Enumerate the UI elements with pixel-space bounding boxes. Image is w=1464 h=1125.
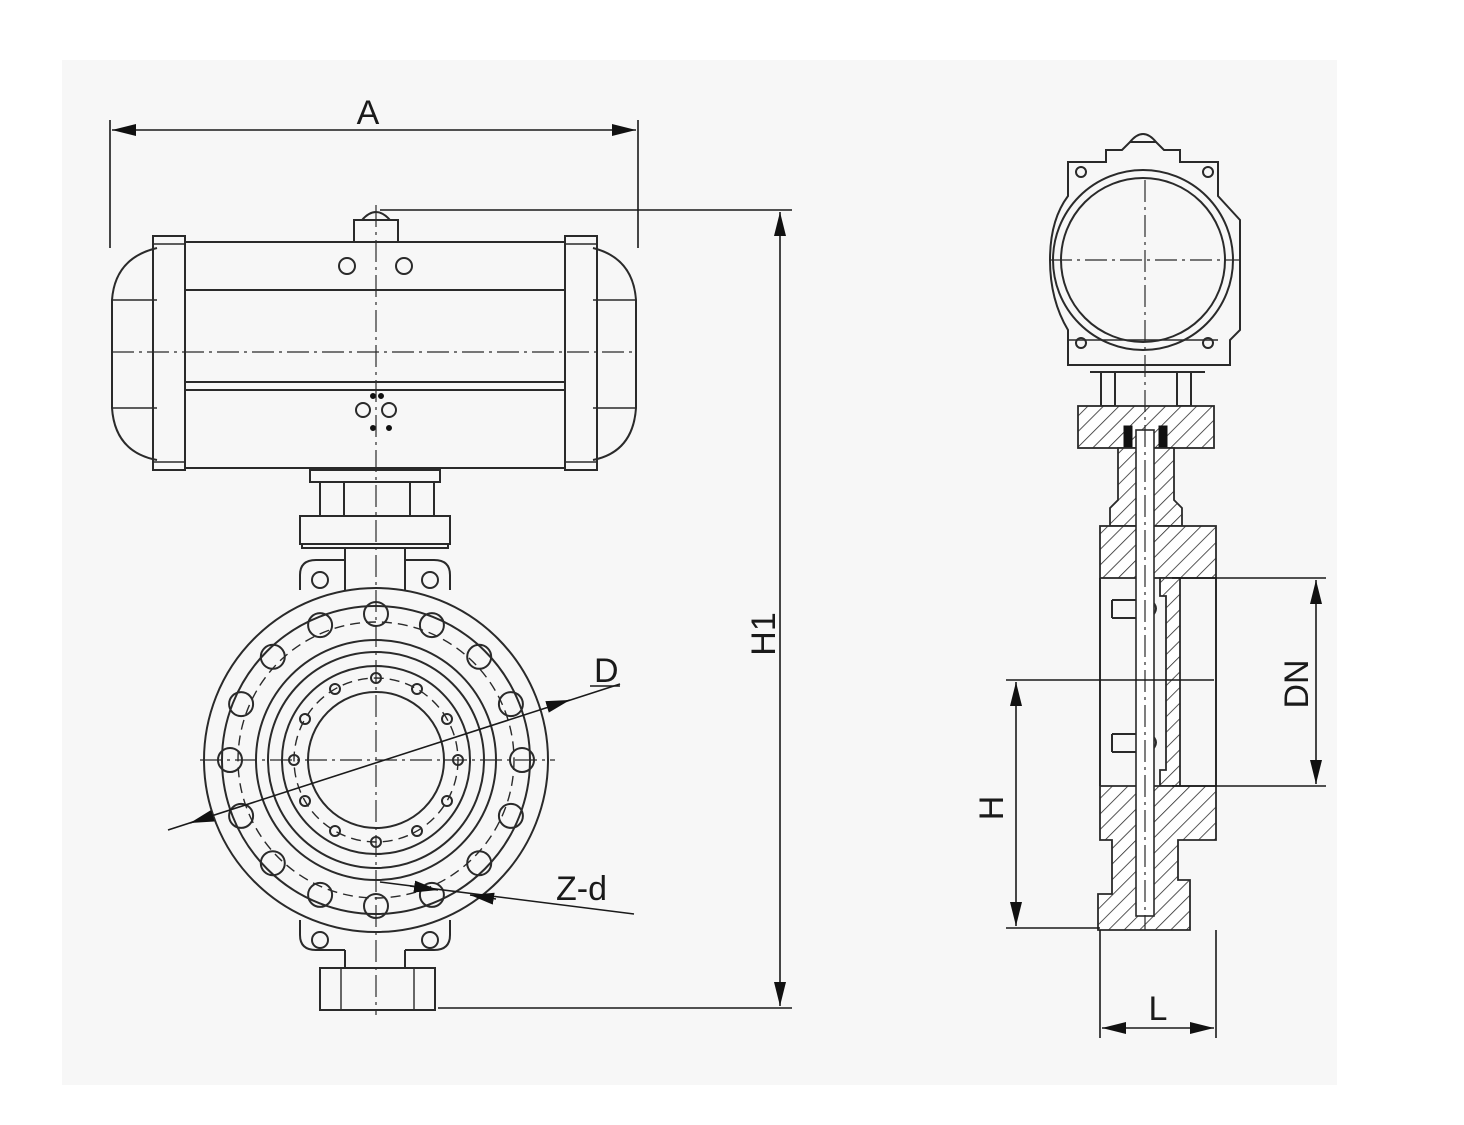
upper-body-section xyxy=(1099,525,1217,579)
seat-screw-hole xyxy=(329,683,341,695)
label-D: D xyxy=(594,652,619,690)
flange-bolt-hole xyxy=(466,643,493,670)
dimension-D: D xyxy=(167,652,621,831)
flange-bolt-hole xyxy=(259,643,286,670)
flange-bolt-hole xyxy=(228,802,255,829)
dimension-H: H xyxy=(973,679,1214,929)
seat-screw-hole xyxy=(411,825,423,837)
bore-and-disc xyxy=(1099,577,1217,787)
label-A: A xyxy=(357,94,380,132)
seat-screw-holes xyxy=(288,672,464,848)
lower-body-section xyxy=(1097,785,1217,931)
dimension-H1: H1 xyxy=(380,209,792,1009)
flange-bolt-hole xyxy=(497,802,524,829)
flange-bolt-hole xyxy=(418,612,445,639)
side-view xyxy=(1048,133,1241,931)
seat-screw-hole xyxy=(299,795,311,807)
label-H: H xyxy=(973,796,1011,821)
label-DN: DN xyxy=(1278,659,1316,708)
pneumatic-actuator xyxy=(111,211,637,471)
seat-screw-hole xyxy=(441,795,453,807)
flange-bolt-hole xyxy=(228,691,255,718)
dimension-L: L xyxy=(1099,930,1217,1038)
dimension-DN: DN xyxy=(1172,577,1326,787)
label-H1: H1 xyxy=(745,612,783,655)
seat-screw-hole xyxy=(299,713,311,725)
mounting-bracket xyxy=(299,469,451,549)
label-L: L xyxy=(1149,990,1168,1028)
flange-bolt-hole xyxy=(466,850,493,877)
flange-bolt-hole xyxy=(307,612,334,639)
label-Zd: Z-d xyxy=(556,870,607,908)
seat-screw-hole xyxy=(329,825,341,837)
front-view xyxy=(111,205,637,1015)
seat-screw-hole xyxy=(441,713,453,725)
flange-bolt-hole xyxy=(497,691,524,718)
flange-bolt-hole xyxy=(259,850,286,877)
dimension-A: A xyxy=(109,94,639,248)
seat-screw-hole xyxy=(411,683,423,695)
flange-bolt-hole xyxy=(307,881,334,908)
dimension-Zd: Z-d xyxy=(379,870,635,915)
